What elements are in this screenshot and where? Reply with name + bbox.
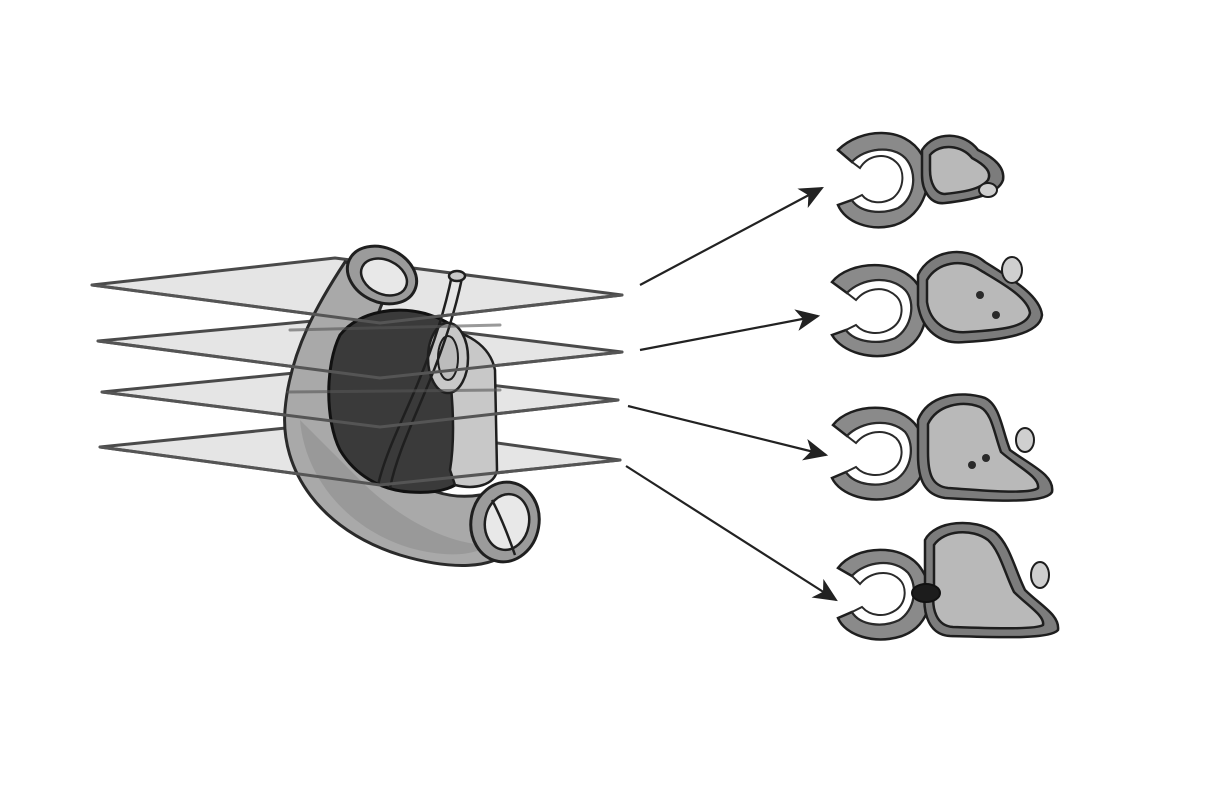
tubular-organ (283, 244, 541, 567)
section-wall (836, 131, 929, 229)
section-duct (992, 311, 1000, 319)
arrow-1 (639, 186, 824, 286)
cross-section-1 (836, 131, 1005, 229)
section-duct (976, 291, 984, 299)
section-vessel (978, 182, 998, 198)
slice-planes-front (90, 283, 624, 487)
arrow-4 (625, 465, 838, 602)
cross-section-4 (836, 521, 1060, 641)
arrow-2 (639, 309, 821, 352)
section-vessel-dark (911, 583, 941, 603)
cross-section-2 (830, 250, 1044, 358)
top-lumen (359, 257, 409, 297)
cross-section-3 (830, 393, 1054, 502)
section-duct (968, 461, 976, 469)
section-vessel (1015, 427, 1035, 453)
duct-opening (447, 269, 467, 283)
section-vessel (1030, 561, 1050, 589)
section-duct (982, 454, 990, 462)
arrow-3 (627, 404, 829, 461)
section-wall (830, 406, 927, 501)
arrows (625, 186, 838, 602)
section-vessel (1001, 256, 1023, 284)
organ-illustration (90, 244, 624, 567)
